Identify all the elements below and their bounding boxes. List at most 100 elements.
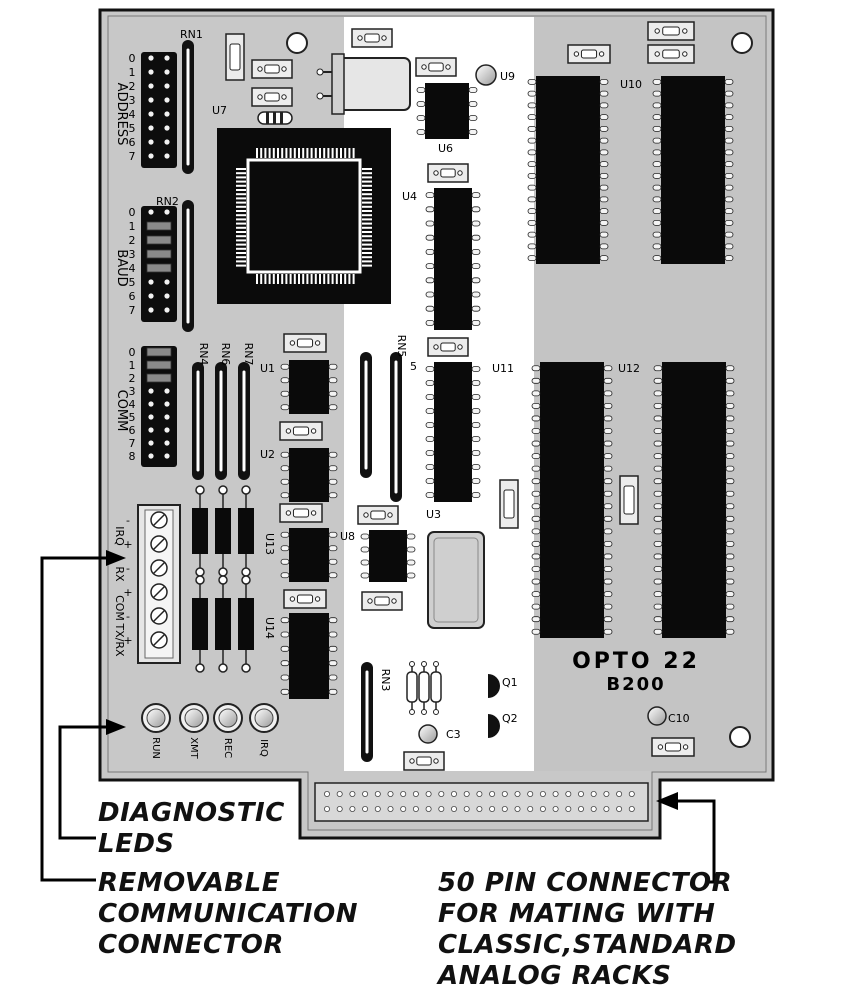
chip-pin [653, 553, 663, 560]
jumper-number: 8 [129, 450, 136, 463]
capacitor-pad [421, 64, 427, 70]
callout-arrowheads [106, 550, 678, 810]
chip-u13 [280, 528, 338, 582]
chip-pin [652, 255, 662, 262]
chip-body [425, 83, 469, 139]
board-inner-edge [107, 15, 767, 831]
chip-pin [599, 196, 609, 203]
connector-pin [400, 791, 407, 798]
chip-pin [280, 572, 290, 579]
jumper-pin [164, 139, 170, 145]
chip-pin [603, 541, 613, 547]
led-lens [184, 708, 204, 728]
chip-pin [406, 559, 416, 566]
chip-pin [599, 219, 609, 226]
chip-pin [425, 263, 435, 270]
chip-pin [425, 394, 435, 400]
cpu-pin [310, 148, 313, 158]
chip-pin [599, 102, 609, 109]
chip-pin [599, 78, 609, 85]
diode-pad [218, 663, 228, 673]
label-rn7: RN7 [242, 343, 255, 366]
chip-pin [599, 125, 609, 132]
connector-pin [362, 806, 369, 813]
resistor-pad [409, 709, 415, 715]
chip-pin [280, 545, 290, 552]
cpu-pin [362, 247, 372, 250]
chip-pin [425, 291, 435, 298]
chip-pin [725, 428, 735, 434]
chip-pin [724, 219, 734, 226]
cpu-pin [352, 148, 355, 158]
chip-pin [653, 365, 663, 372]
chip-pin [471, 366, 481, 372]
chip-pin [531, 578, 541, 585]
cpu-pin [306, 148, 309, 158]
cpu-pin [340, 148, 342, 158]
label-rn2: RN2 [156, 195, 179, 208]
cpu-pin [362, 231, 372, 233]
cpu-pin [306, 274, 309, 284]
jumper-number: 7 [129, 150, 136, 163]
chip-pin [425, 305, 435, 312]
chip-pin [652, 172, 662, 179]
resistor-band [266, 112, 269, 124]
connector-pin [501, 791, 508, 798]
connector-pin [374, 806, 381, 813]
chip-pin [471, 220, 481, 227]
crystal-center-inner [433, 537, 479, 623]
cpu-pin [268, 148, 271, 158]
chip-pin [653, 478, 663, 485]
chip-pin [653, 515, 663, 522]
connector-pin [336, 806, 343, 813]
chip-pin [725, 541, 735, 547]
capacitor-pad [387, 512, 393, 518]
callout-diagnostic-leds: DIAGNOSTIC LEDS [98, 798, 285, 860]
capacitor-pad [654, 51, 660, 57]
cpu-pin [256, 274, 258, 284]
chip-pin [724, 255, 734, 262]
connector-pin [514, 791, 521, 798]
connector-pin [463, 806, 470, 813]
connector-pin [400, 806, 407, 813]
chip-pin [360, 546, 370, 553]
jumper-number: 6 [129, 136, 136, 149]
chip-pin [471, 492, 481, 498]
label-u12: U12 [618, 362, 640, 375]
callout-connector-line: REMOVABLE [98, 868, 280, 898]
jumper-number: 5 [129, 122, 136, 135]
chip-pin [652, 90, 662, 97]
chip-pin [280, 390, 290, 397]
chip-pin [652, 161, 662, 168]
capacitor-pad [314, 596, 321, 602]
mounting-hole [729, 726, 751, 748]
diode-body [215, 508, 231, 554]
chip-pin [725, 377, 735, 384]
chip-pin [653, 541, 663, 547]
cpu-pin [236, 193, 246, 196]
chip-body [540, 362, 604, 638]
jumper-pin [148, 440, 154, 446]
terminal-screw-slot [152, 633, 166, 647]
jumper-pin [148, 97, 154, 103]
terminal-sign: - [126, 562, 130, 575]
chip-pin [360, 559, 370, 566]
chip-body [289, 528, 329, 582]
chip-pin [527, 78, 537, 85]
chip-pin [471, 422, 481, 428]
chip-u8 [360, 530, 416, 582]
capacitor-pad [367, 598, 373, 604]
jumper-number: 1 [129, 220, 136, 233]
connector-pin [374, 791, 381, 798]
cpu-pin [272, 148, 275, 158]
cpu-pin [236, 172, 246, 175]
connector-pin [628, 791, 635, 798]
cpu-pin [236, 180, 246, 183]
capacitor-pad [433, 758, 439, 764]
connector-pin [425, 806, 432, 813]
connector-pin [489, 791, 496, 798]
chip-pin [425, 366, 435, 372]
terminal-screw-slot [152, 585, 166, 599]
chip-pin [652, 137, 662, 144]
cpu-pin [285, 274, 288, 284]
